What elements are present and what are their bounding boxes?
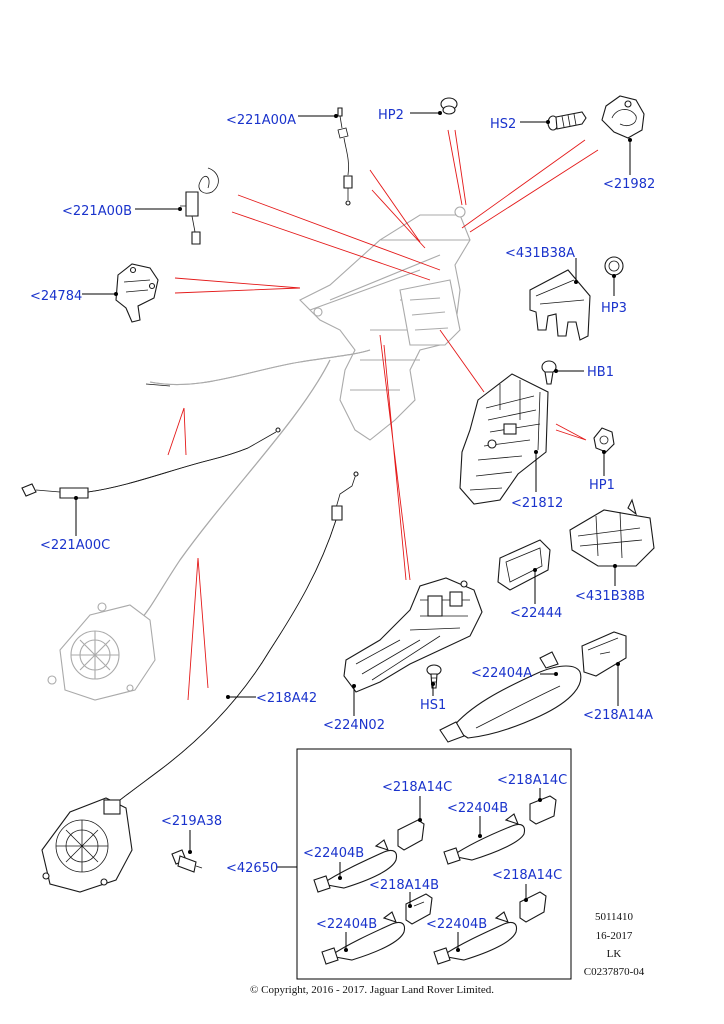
label-224n02[interactable]: <224N02 (323, 718, 385, 733)
cable-218a42[interactable] (109, 471, 359, 809)
label-218a42[interactable]: <218A42 (256, 691, 317, 706)
bezel-22444[interactable] (497, 539, 551, 591)
label-22404b-1[interactable]: <22404B (447, 801, 508, 816)
label-22404b-2[interactable]: <22404B (303, 846, 364, 861)
sensor-219a38[interactable] (171, 849, 203, 873)
plug-hp2[interactable] (440, 97, 458, 115)
label-218a14c-1[interactable]: <218A14C (382, 780, 452, 795)
carrier-224n02[interactable] (343, 577, 483, 693)
label-219a38[interactable]: <219A38 (161, 814, 222, 829)
screw-hs2[interactable] (547, 111, 587, 131)
info-line-1: 5011410 (595, 911, 634, 923)
label-221a00a[interactable]: <221A00A (226, 113, 296, 128)
cable-221a00a[interactable] (337, 107, 353, 206)
callout-labels: <221A00A HP2 HS2 <21982 <221A00B <431B38… (30, 108, 655, 932)
cap-218a14c-1[interactable] (397, 819, 425, 851)
ghost-door-assembly (47, 206, 471, 701)
cap-218a14b[interactable] (405, 893, 433, 925)
label-hp1[interactable]: HP1 (589, 478, 615, 493)
label-hp3[interactable]: HP3 (601, 301, 627, 316)
leader-lines (74, 111, 632, 952)
label-218a14b[interactable]: <218A14B (369, 878, 439, 893)
handle-22404b-2[interactable] (443, 813, 526, 865)
label-221a00c[interactable]: <221A00C (40, 538, 110, 553)
cap-218a14c-2[interactable] (529, 795, 557, 825)
copyright-notice: © Copyright, 2016 - 2017. Jaguar Land Ro… (250, 984, 494, 996)
label-22404b-4[interactable]: <22404B (426, 917, 487, 932)
label-22404a[interactable]: <22404A (471, 666, 532, 681)
cap-218a14c-3[interactable] (519, 891, 547, 923)
label-21982[interactable]: <21982 (603, 177, 655, 192)
label-hb1[interactable]: HB1 (587, 365, 614, 380)
bolt-hb1[interactable] (541, 360, 557, 385)
drawing-info-block: 5011410 16-2017 LK C0237870-04 (584, 911, 645, 978)
label-21812[interactable]: <21812 (511, 496, 563, 511)
label-221a00b[interactable]: <221A00B (62, 204, 132, 219)
cap-218a14a[interactable] (581, 631, 627, 677)
label-218a14c-2[interactable]: <218A14C (497, 773, 567, 788)
label-218a14a[interactable]: <218A14A (583, 708, 653, 723)
info-line-3: LK (607, 948, 622, 960)
cable-221a00c[interactable] (21, 383, 281, 499)
label-22404b-3[interactable]: <22404B (316, 917, 377, 932)
latch-21812[interactable] (459, 373, 549, 505)
handle-22404b-3[interactable] (321, 911, 406, 965)
label-218a14c-3[interactable]: <218A14C (492, 868, 562, 883)
motor-42650[interactable] (41, 797, 133, 893)
label-42650[interactable]: <42650 (226, 861, 278, 876)
label-hp2[interactable]: HP2 (378, 108, 404, 123)
cover-431b38a[interactable] (529, 269, 591, 341)
label-431b38a[interactable]: <431B38A (505, 246, 575, 261)
bracket-24784[interactable] (115, 263, 159, 323)
info-line-2: 16-2017 (596, 930, 633, 942)
label-hs1[interactable]: HS1 (420, 698, 446, 713)
handle-22404b-4[interactable] (433, 911, 518, 965)
handle-22404a[interactable] (439, 651, 582, 743)
variant-handles-box (296, 748, 572, 980)
cable-221a00b[interactable] (180, 167, 219, 245)
pointer-lines (167, 129, 599, 701)
info-line-4: C0237870-04 (584, 966, 645, 978)
cover-431b38b[interactable] (569, 498, 655, 567)
plug-hp1[interactable] (593, 427, 615, 453)
label-431b38b[interactable]: <431B38B (575, 589, 645, 604)
striker-21982[interactable] (601, 95, 645, 139)
label-24784[interactable]: <24784 (30, 289, 82, 304)
label-hs2[interactable]: HS2 (490, 117, 516, 132)
plug-hp3[interactable] (604, 256, 624, 276)
label-22444[interactable]: <22444 (510, 606, 562, 621)
